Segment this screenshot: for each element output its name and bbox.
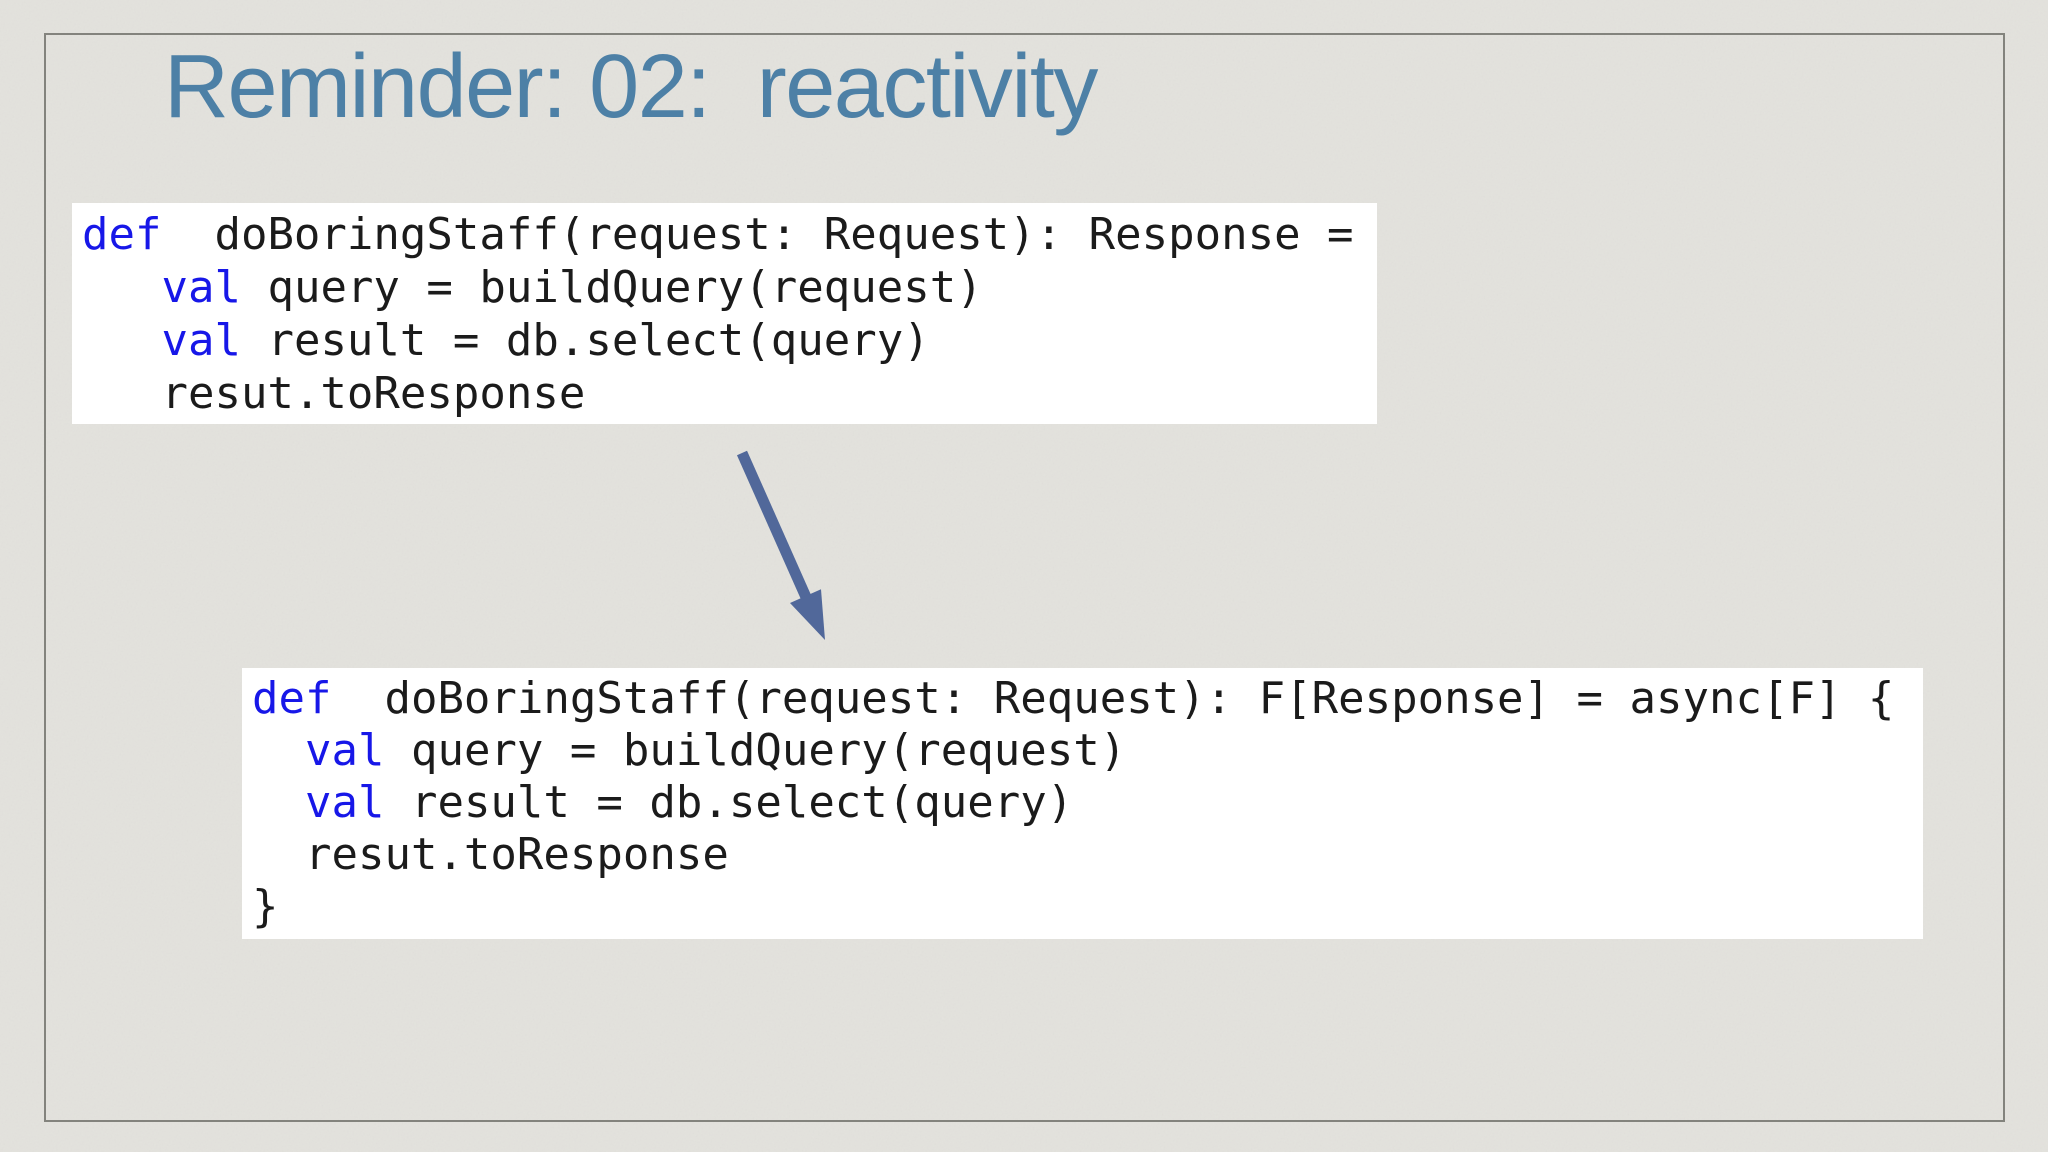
code-text bbox=[82, 262, 161, 313]
code-text: result = db.select(query) bbox=[240, 315, 930, 366]
code-text: resut.toResponse bbox=[82, 368, 586, 419]
code-text bbox=[252, 725, 305, 776]
code-keyword: def bbox=[82, 209, 162, 260]
code-text: query = buildQuery(request) bbox=[240, 262, 983, 313]
code-block-before: def doBoringStaff(request: Request): Res… bbox=[72, 203, 1377, 424]
code-text: doBoringStaff(request: Request): Respons… bbox=[161, 209, 1354, 260]
code-text: query = buildQuery(request) bbox=[384, 725, 1127, 776]
code-block-after: def doBoringStaff(request: Request): F[R… bbox=[242, 668, 1923, 939]
code-line: resut.toResponse bbox=[252, 829, 1923, 881]
code-keyword: val bbox=[304, 725, 385, 776]
code-line: val query = buildQuery(request) bbox=[252, 725, 1923, 777]
code-text: } bbox=[252, 881, 279, 932]
slide-border-frame bbox=[44, 33, 2005, 1122]
code-line: val query = buildQuery(request) bbox=[82, 261, 1377, 314]
code-line: def doBoringStaff(request: Request): Res… bbox=[82, 208, 1377, 261]
code-text bbox=[252, 777, 305, 828]
code-keyword: val bbox=[161, 315, 241, 366]
code-line: val result = db.select(query) bbox=[252, 777, 1923, 829]
code-keyword: val bbox=[304, 777, 385, 828]
code-line: def doBoringStaff(request: Request): F[R… bbox=[252, 673, 1923, 725]
code-text bbox=[82, 315, 161, 366]
code-keyword: def bbox=[252, 673, 332, 724]
down-right-arrow-icon bbox=[736, 450, 825, 640]
code-line: resut.toResponse bbox=[82, 367, 1377, 420]
code-keyword: val bbox=[161, 262, 241, 313]
code-line: } bbox=[252, 881, 1923, 933]
code-text: result = db.select(query) bbox=[384, 777, 1074, 828]
slide-title: Reminder: 02: reactivity bbox=[164, 37, 1098, 137]
code-line: val result = db.select(query) bbox=[82, 314, 1377, 367]
code-text: doBoringStaff(request: Request): F[Respo… bbox=[331, 673, 1895, 724]
code-text: resut.toResponse bbox=[252, 829, 729, 880]
